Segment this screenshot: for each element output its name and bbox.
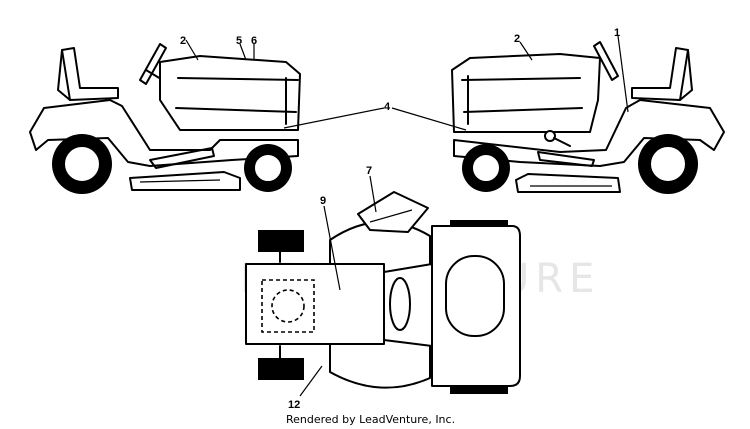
top-front-wheel-lower — [258, 358, 304, 380]
callout-7: 7 — [366, 165, 372, 177]
discharge-chute — [357, 191, 429, 233]
callout-2-left: 2 — [180, 35, 186, 47]
callout-2-right: 2 — [514, 33, 520, 45]
callout-5: 5 — [236, 35, 242, 47]
callout-9: 9 — [320, 195, 326, 207]
left-mower-side-view — [29, 43, 301, 194]
leader-lines — [185, 35, 629, 397]
top-seat — [445, 255, 505, 337]
steering-column-top — [389, 277, 411, 331]
callout-12: 12 — [288, 399, 300, 411]
mower-deck-right — [515, 173, 621, 193]
engine-access-panel — [261, 279, 315, 333]
hood-right — [451, 53, 601, 133]
credit-text: Rendered by LeadVenture, Inc. — [286, 413, 455, 426]
steering-wheel-left — [139, 43, 167, 85]
right-mower-side-view — [451, 41, 725, 194]
top-front-wheel-upper — [258, 230, 304, 252]
hood-left — [159, 55, 301, 131]
top-hood — [245, 263, 385, 345]
callout-6: 6 — [251, 35, 257, 47]
seat-right — [631, 47, 689, 101]
seat-left — [61, 47, 119, 101]
callouts: 2 5 6 2 1 4 7 9 12 — [180, 27, 620, 411]
mower-top-view — [245, 191, 521, 394]
callout-1: 1 — [614, 27, 620, 39]
callout-4: 4 — [384, 101, 391, 113]
